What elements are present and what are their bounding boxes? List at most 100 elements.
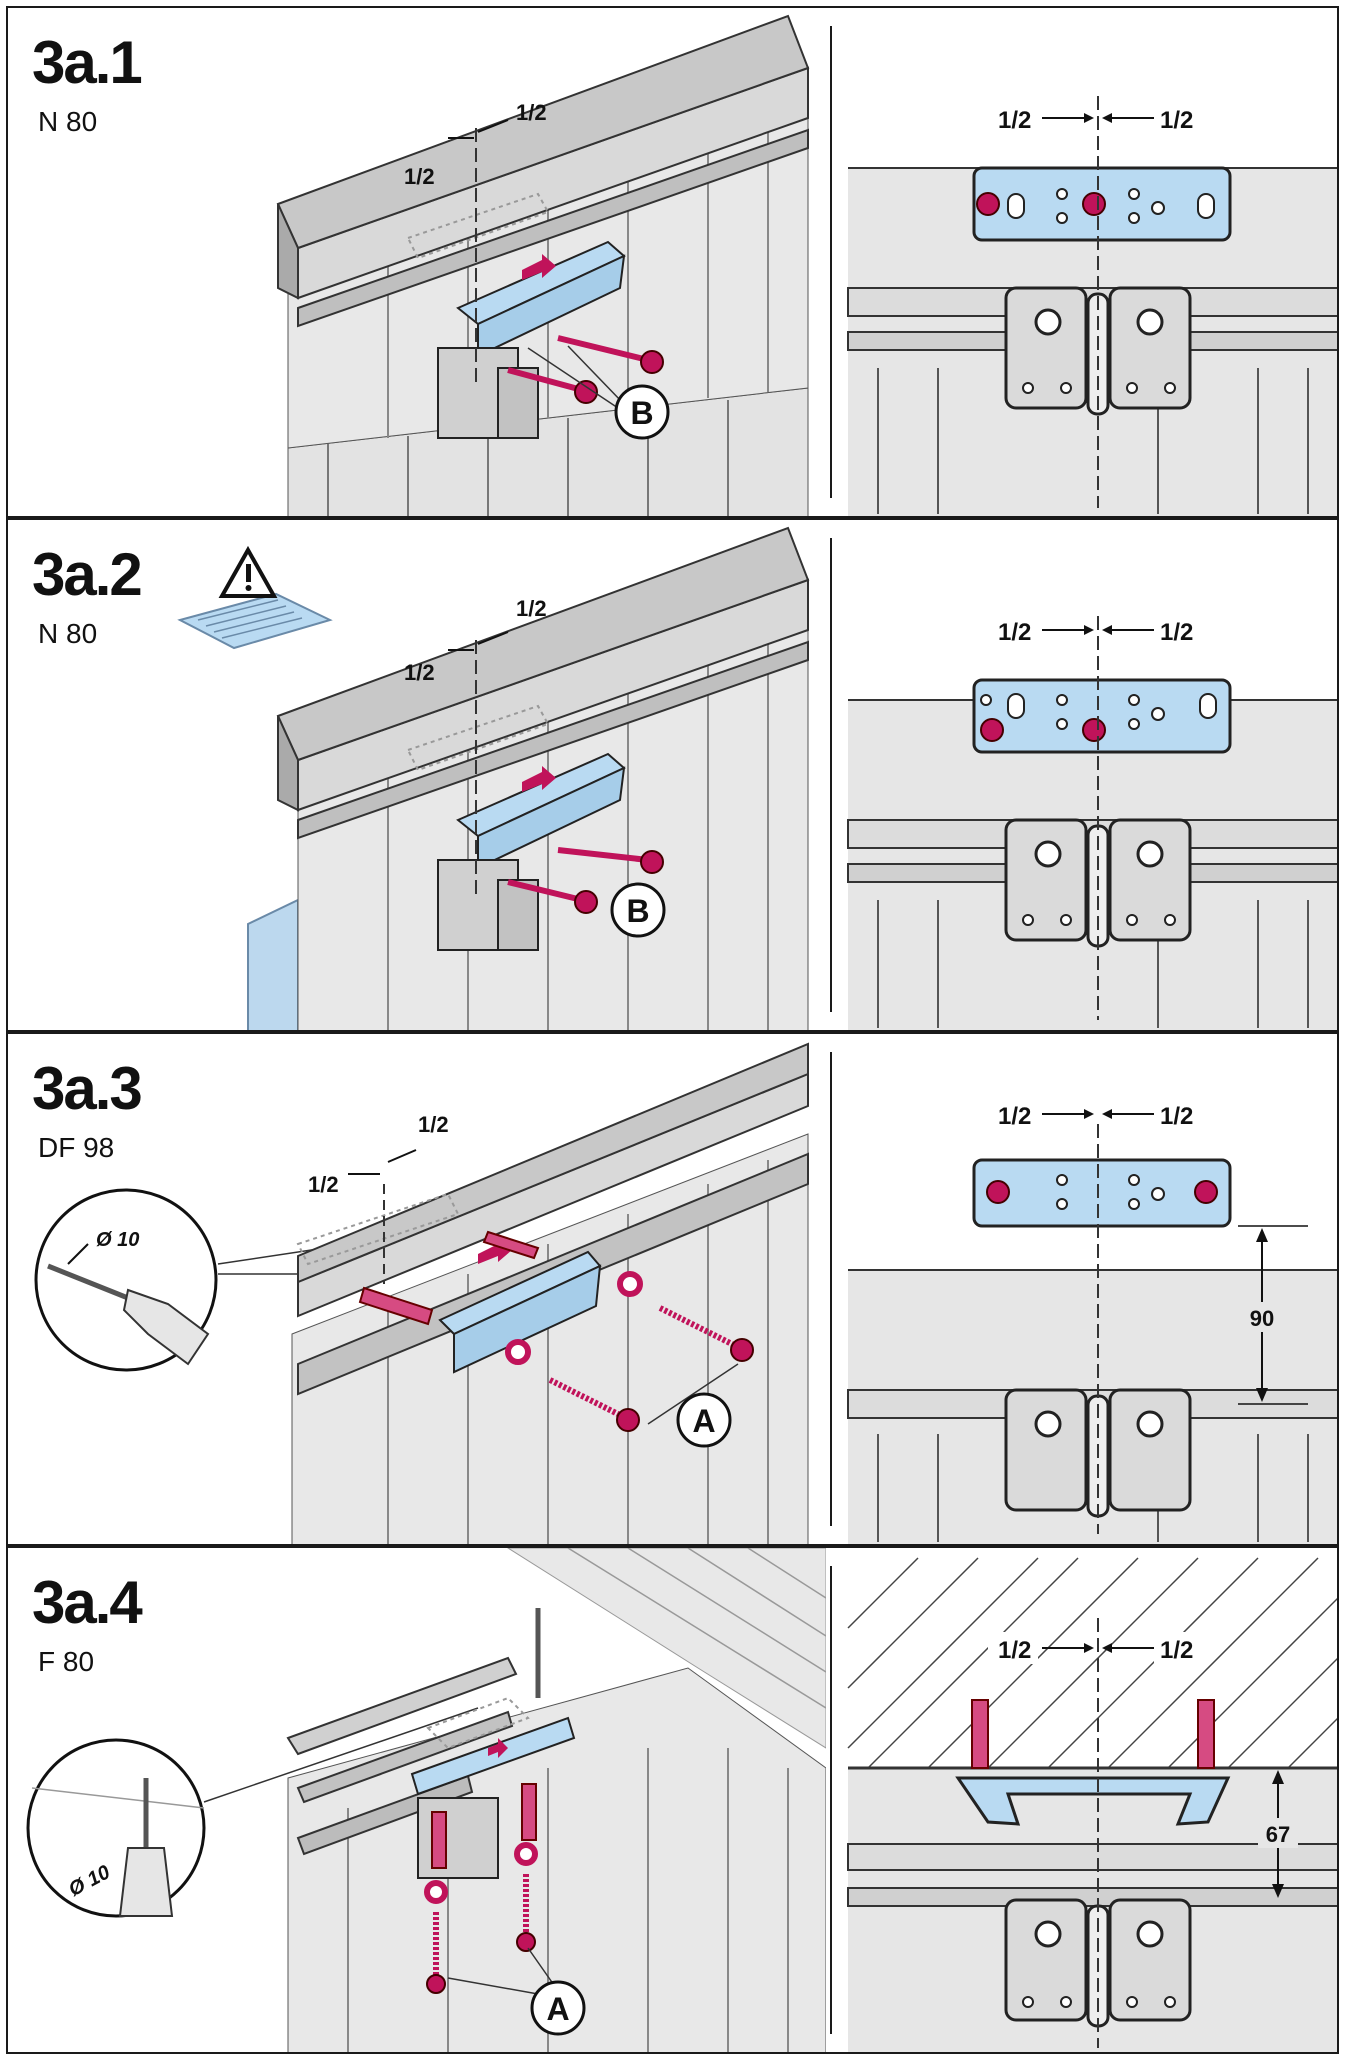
half-right-label: 1/2 [516, 596, 547, 621]
step-3a4-perspective: Ø 10 [8, 1548, 826, 2052]
step-3a3-perspective-drawing: Ø 10 [34, 1042, 809, 1544]
screw [507, 879, 598, 914]
screw [557, 847, 664, 874]
track-rail [286, 1656, 518, 1756]
half-right-label: 1/2 [418, 1112, 449, 1137]
half-left-label: 1/2 [998, 1103, 1031, 1130]
wall-plug [482, 1230, 540, 1260]
step-3a4-perspective-drawing: Ø 10 [26, 1548, 826, 2052]
half-right-label: 1/2 [1160, 1103, 1193, 1130]
hanger-right [1108, 818, 1192, 942]
step-3a3: Ø 10 [6, 1032, 1339, 1546]
callout-label: A [546, 1991, 569, 2027]
screw [507, 367, 598, 404]
mounting-bracket[interactable] [955, 1776, 1231, 1826]
push-arrow [522, 254, 556, 280]
wall-plug [1197, 1699, 1215, 1769]
screw [548, 1377, 640, 1432]
callout-circle [530, 1980, 586, 2036]
step-subtitle: DF 98 [38, 1132, 115, 1163]
screw [980, 718, 1004, 742]
washer [514, 1842, 538, 1866]
screw [976, 192, 1000, 216]
mounting-bracket[interactable] [410, 1716, 576, 1796]
half-left-label: 1/2 [308, 1172, 339, 1197]
half-left-label: 1/2 [998, 619, 1031, 646]
callout-label: B [626, 893, 649, 929]
screw [1082, 718, 1106, 742]
step-3a2: B 1/2 1/2 3a.2 N 80 [6, 518, 1339, 1032]
step-3a3-perspective: Ø 10 [8, 1034, 826, 1544]
drill-diameter-label: Ø 10 [96, 1229, 139, 1251]
step-3a2-perspective-drawing: B 1/2 1/2 [177, 526, 810, 1030]
hanger-right [1108, 1898, 1192, 2022]
panel-divider [830, 26, 832, 498]
drill-icon: Ø 10 [26, 1738, 206, 1918]
hanger-bolt [417, 1797, 499, 1879]
drill-icon: Ø 10 [34, 1188, 218, 1372]
half-left-label: 1/2 [404, 660, 435, 685]
half-left-label: 1/2 [404, 164, 435, 189]
step-3a2-front-view: 1/2 1/2 [838, 520, 1337, 1030]
step-title: 3a.3 [32, 1055, 143, 1122]
step-subtitle: F 80 [38, 1646, 95, 1677]
callout-label: B [630, 395, 653, 431]
push-arrow [488, 1738, 508, 1758]
step-title: 3a.1 [32, 29, 143, 96]
half-right-label: 1/2 [1160, 619, 1193, 646]
step-3a2-front-drawing: 1/2 1/2 [847, 616, 1337, 1030]
screw [1194, 1180, 1218, 1204]
step-3a1-perspective: B 1/2 1/2 3a.1 N 80 [8, 8, 826, 516]
door-face [287, 1667, 826, 2052]
step-title: 3a.4 [32, 1569, 143, 1636]
half-left-label: 1/2 [998, 107, 1031, 134]
warning-manual-icon [177, 545, 333, 650]
screw [658, 1305, 754, 1362]
callout-circle [676, 1392, 732, 1448]
callout-label: A [692, 1403, 715, 1439]
half-left-label: 1/2 [998, 1637, 1031, 1664]
step-3a4: Ø 10 [6, 1546, 1339, 2054]
step-3a1: B 1/2 1/2 3a.1 N 80 [6, 6, 1339, 518]
half-right-label: 1/2 [516, 100, 547, 125]
step-3a3-front-drawing: 1/2 1/2 90 [847, 1103, 1337, 1544]
screw [986, 1180, 1010, 1204]
step-subtitle: N 80 [38, 106, 98, 137]
step-3a3-front-view: 1/2 1/2 90 [838, 1034, 1337, 1544]
hanger-right [1108, 1388, 1192, 1512]
wall-plug [521, 1783, 537, 1841]
step-3a2-perspective: B 1/2 1/2 3a.2 N 80 [8, 520, 826, 1030]
step-subtitle: N 80 [38, 618, 98, 649]
wall-plug [358, 1286, 434, 1326]
hanger-left [1004, 818, 1088, 942]
hanger-left [1004, 1898, 1088, 2022]
screw [1082, 192, 1106, 216]
push-arrow [522, 766, 556, 792]
hanger-left [1004, 1388, 1088, 1512]
wall-plug [431, 1811, 447, 1869]
step-3a1-front-view: 1/2 1/2 [838, 8, 1337, 516]
callout-circle [610, 882, 666, 938]
wall-plug [971, 1699, 989, 1769]
screw [426, 1912, 446, 1994]
ceiling [507, 1548, 826, 1749]
screw [557, 335, 664, 374]
dimension-label: 90 [1250, 1306, 1274, 1331]
step-3a4-front-view: 1/2 1/2 67 [838, 1548, 1337, 2052]
hanger-right [1108, 286, 1192, 410]
mounting-bracket[interactable] [972, 1158, 1232, 1228]
step-3a1-front-drawing: 1/2 1/2 [847, 96, 1337, 516]
dimension-label: 67 [1266, 1822, 1290, 1847]
washer [617, 1271, 643, 1297]
screw [516, 1874, 536, 1952]
wood-frame [247, 898, 299, 1030]
hanger-left [1004, 286, 1088, 410]
step-title: 3a.2 [32, 541, 143, 608]
mounting-bracket[interactable] [972, 678, 1232, 754]
track-rail [847, 1843, 1337, 1871]
panel-divider [830, 1566, 832, 2034]
step-3a4-front-drawing: 1/2 1/2 67 [847, 1557, 1337, 2052]
washer [424, 1880, 448, 1904]
half-right-label: 1/2 [1160, 1637, 1193, 1664]
